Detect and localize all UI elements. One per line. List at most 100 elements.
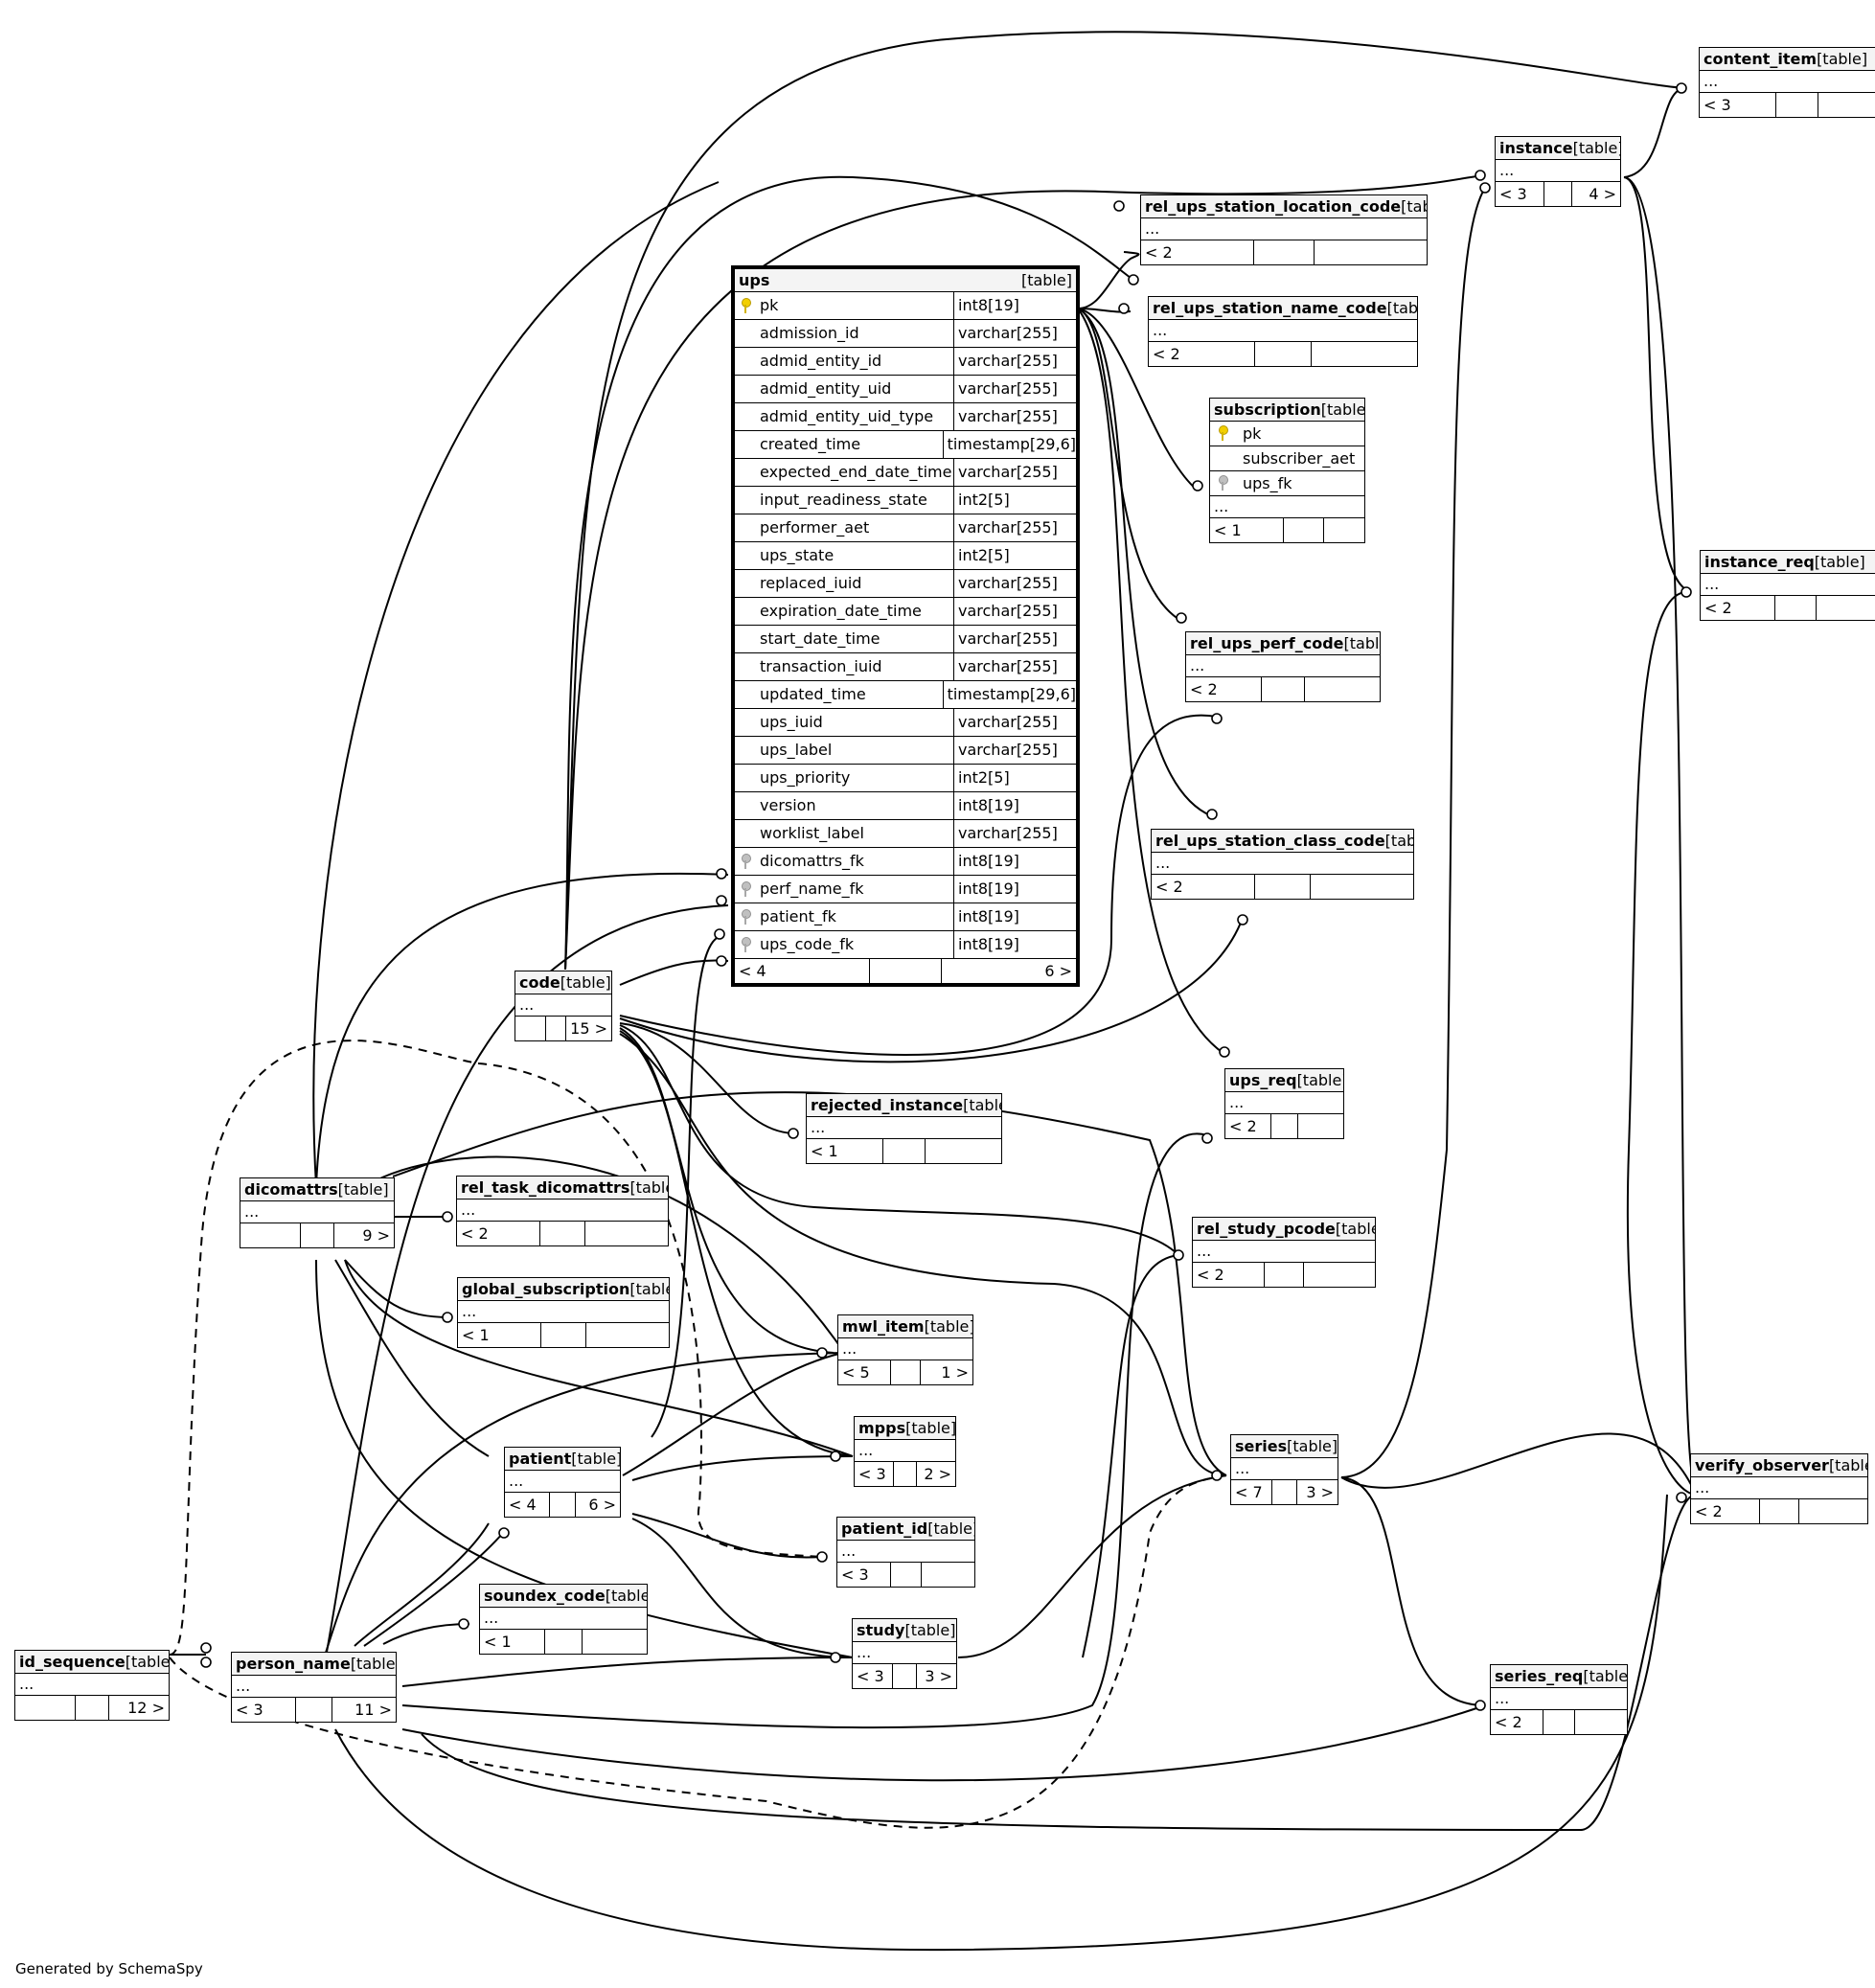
table-rel-ups-station-name-code[interactable]: rel_ups_station_name_code[table]...< 2 [1148,296,1418,367]
child-count[interactable]: 1 > [941,1363,969,1382]
child-count[interactable] [1818,93,1875,117]
parent-count[interactable]: < 4 [735,959,870,983]
parent-count[interactable]: < 2 [1186,677,1263,701]
child-count[interactable] [585,1222,668,1245]
more-columns[interactable]: ... [1193,1241,1375,1263]
child-count[interactable]: 11 > [354,1701,392,1719]
parent-count[interactable]: < 2 [1691,1499,1761,1523]
child-count[interactable]: 6 > [1044,962,1072,980]
table-person-name[interactable]: person_name[table]...< 311 > [231,1652,397,1723]
table-series-req[interactable]: series_req[table]...< 2 [1490,1664,1628,1735]
parent-count[interactable]: < 1 [807,1139,883,1163]
more-columns[interactable]: ... [1231,1458,1338,1480]
column-row[interactable]: pk [1210,422,1364,446]
child-count[interactable] [1305,677,1380,701]
child-count[interactable]: 12 > [127,1699,165,1717]
parent-count[interactable]: < 2 [1701,596,1775,620]
more-columns[interactable]: ... [837,1541,974,1563]
parent-count[interactable]: < 3 [1496,182,1544,206]
table-code[interactable]: code[table]...15 > [514,971,612,1041]
child-count[interactable] [1799,1499,1867,1523]
parent-count[interactable]: < 3 [837,1563,891,1587]
parent-count[interactable]: < 5 [838,1360,891,1384]
more-columns[interactable]: ... [1186,655,1380,677]
more-columns[interactable]: ... [1700,71,1875,93]
child-count[interactable] [1304,1263,1375,1287]
column-row[interactable]: subscriber_aet [1210,446,1364,471]
more-columns[interactable]: ... [232,1676,396,1698]
child-count[interactable]: 3 > [1306,1483,1334,1501]
more-columns[interactable]: ... [855,1440,955,1462]
more-columns[interactable]: ... [1152,853,1413,875]
parent-count[interactable]: < 7 [1231,1480,1272,1504]
column-row[interactable]: ups_fk [1210,471,1364,496]
child-count[interactable]: 4 > [1589,185,1616,203]
parent-count[interactable] [515,1017,547,1040]
more-columns[interactable]: ... [505,1471,620,1493]
table-verify-observer[interactable]: verify_observer[table]...< 2 [1690,1453,1868,1524]
more-columns[interactable]: ... [807,1117,1001,1139]
child-count[interactable] [1298,1114,1343,1138]
parent-count[interactable]: < 1 [458,1323,541,1347]
parent-count[interactable]: < 2 [1152,875,1255,899]
child-count[interactable] [1311,875,1413,899]
table-rejected-instance[interactable]: rejected_instance[table]...< 1 [806,1093,1002,1164]
child-count[interactable]: 3 > [925,1667,952,1685]
parent-count[interactable]: < 3 [853,1664,893,1688]
child-count[interactable] [1575,1710,1627,1734]
more-columns[interactable]: ... [480,1608,647,1630]
parent-count[interactable]: < 2 [1225,1114,1271,1138]
child-count[interactable] [1312,342,1417,366]
more-columns[interactable]: ... [1496,160,1620,182]
child-count[interactable] [583,1630,647,1654]
more-columns[interactable]: ... [458,1301,669,1323]
child-count[interactable]: 15 > [570,1019,607,1038]
table-dicomattrs[interactable]: dicomattrs[table]...9 > [240,1177,395,1248]
child-count[interactable] [586,1323,669,1347]
more-columns[interactable]: ... [1225,1092,1343,1114]
parent-count[interactable]: < 2 [457,1222,540,1245]
more-columns[interactable]: ... [853,1642,956,1664]
child-count[interactable] [922,1563,974,1587]
parent-count[interactable]: < 1 [480,1630,546,1654]
table-id-sequence[interactable]: id_sequence[table]...12 > [14,1650,170,1721]
more-columns[interactable]: ... [838,1338,972,1360]
table-subscription[interactable]: subscription[table] pksubscriber_aetups_… [1209,398,1365,543]
parent-count[interactable] [15,1696,76,1720]
parent-count[interactable] [240,1223,301,1247]
child-count[interactable]: 2 > [924,1465,951,1483]
child-count[interactable] [926,1139,1001,1163]
parent-count[interactable]: < 2 [1193,1263,1265,1287]
child-count[interactable] [1315,240,1427,264]
table-rel-task-dicomattrs[interactable]: rel_task_dicomattrs[table]...< 2 [456,1176,669,1246]
more-columns[interactable]: ... [1701,574,1875,596]
parent-count[interactable]: < 2 [1491,1710,1544,1734]
child-count[interactable] [1817,596,1875,620]
parent-count[interactable]: < 2 [1149,342,1255,366]
table-rel-ups-station-location-code[interactable]: rel_ups_station_location_code[table]...<… [1140,194,1428,265]
more-columns[interactable]: ... [1210,496,1364,518]
parent-count[interactable]: < 2 [1141,240,1254,264]
more-columns[interactable]: ... [1149,320,1417,342]
child-count[interactable]: 9 > [362,1226,390,1245]
